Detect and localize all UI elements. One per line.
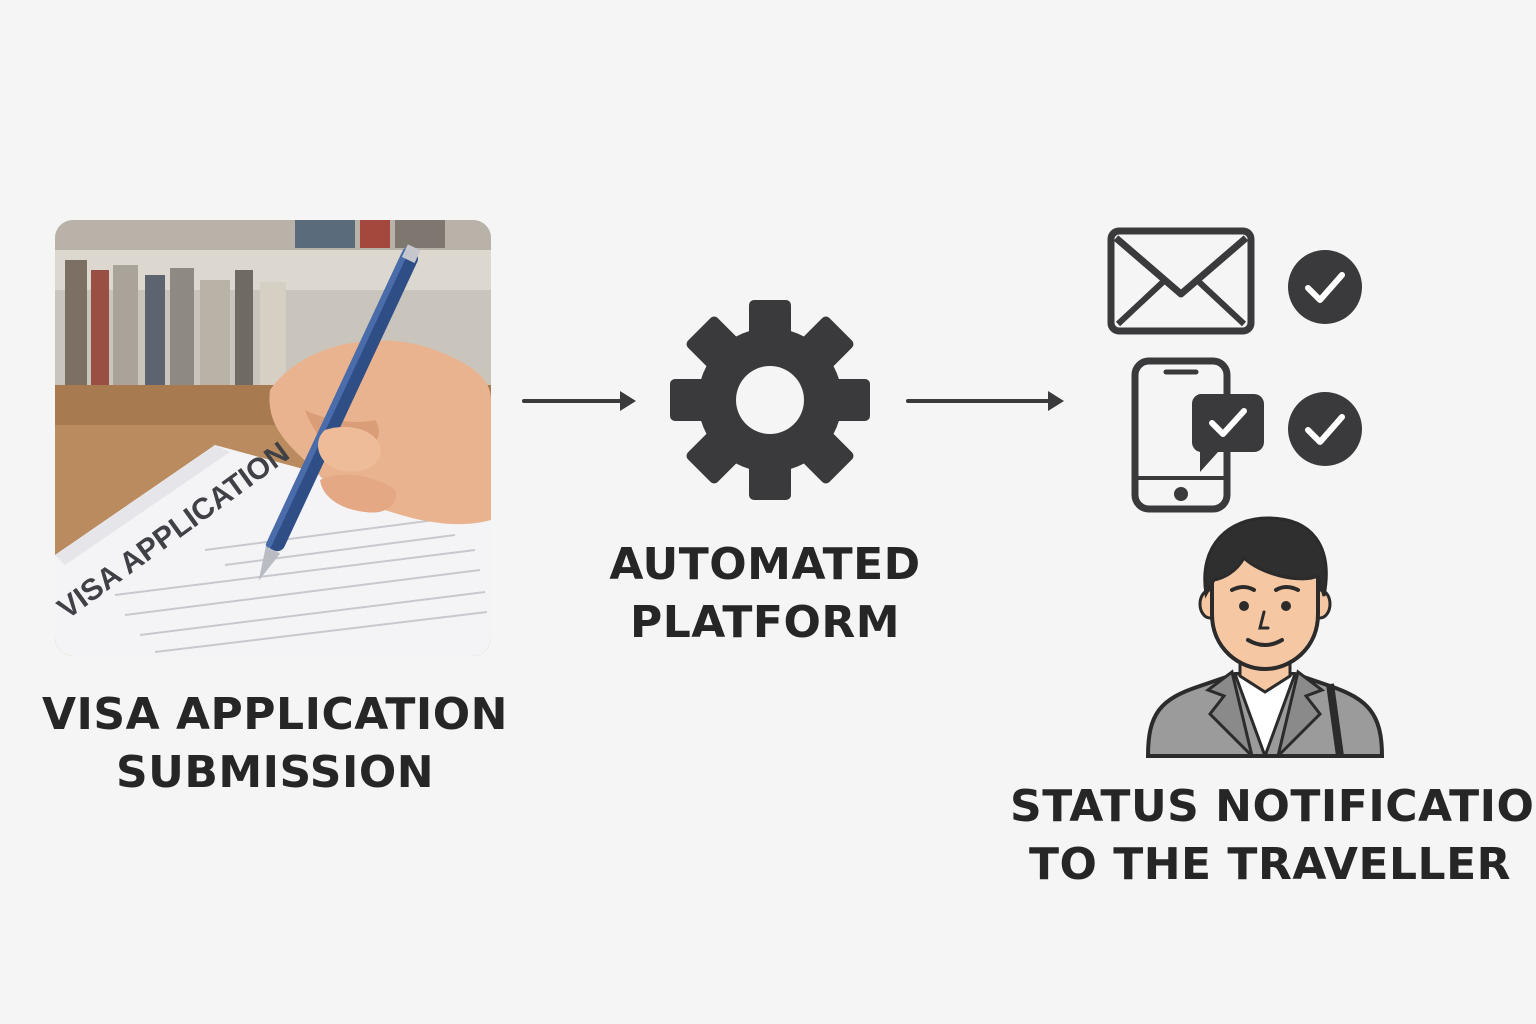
envelope-icon bbox=[1107, 227, 1255, 335]
arrow-right-icon bbox=[522, 391, 636, 411]
check-circle-icon bbox=[1288, 250, 1362, 324]
platform-label-line-1: AUTOMATED bbox=[609, 539, 921, 590]
platform-label-line-2: PLATFORM bbox=[629, 597, 901, 648]
traveller-avatar bbox=[1145, 516, 1385, 758]
submission-label-line-1: VISA APPLICATION bbox=[42, 689, 508, 740]
arrow-right-icon bbox=[906, 391, 1064, 411]
notification-label-line-1: STATUS NOTIFICATION bbox=[1010, 781, 1536, 832]
submission-label-line-2: SUBMISSION bbox=[115, 747, 435, 798]
notification-label-line-2: TO THE TRAVELLER bbox=[1028, 839, 1512, 890]
check-circle-icon bbox=[1288, 392, 1362, 466]
notification-label: STATUS NOTIFICATION TO THE TRAVELLER bbox=[1010, 778, 1536, 894]
platform-label: AUTOMATED PLATFORM bbox=[560, 536, 970, 652]
chat-check-icon bbox=[1191, 394, 1264, 472]
submission-label: VISA APPLICATION SUBMISSION bbox=[30, 686, 520, 802]
visa-application-photo: VISA APPLICATION bbox=[55, 220, 491, 656]
gear-icon bbox=[670, 300, 870, 500]
